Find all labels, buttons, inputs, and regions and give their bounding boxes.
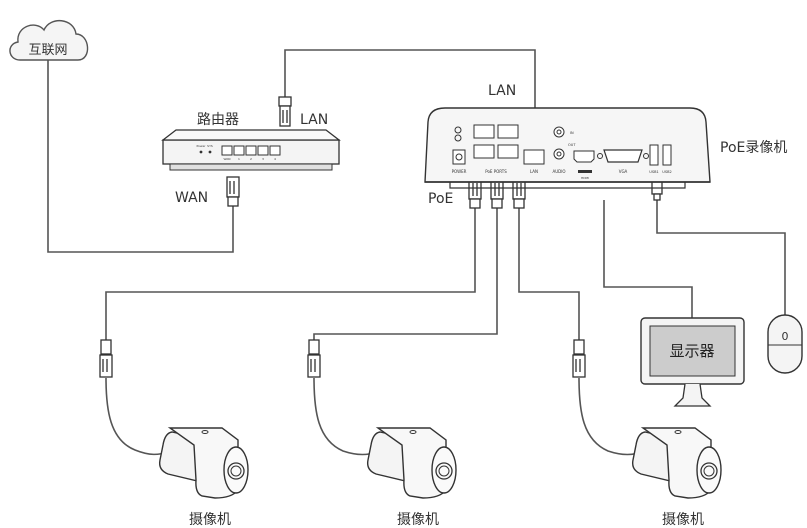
router: Power SYS WAN 1 2 3 4 路由器: [161, 112, 341, 171]
nvr-label: PoE录像机: [720, 140, 787, 156]
router-top: [161, 129, 341, 141]
router-wan-label: WAN: [175, 190, 208, 206]
cable-poe-camera-1: [105, 208, 476, 340]
monitor-stand: [673, 383, 712, 407]
ground-icon: [454, 126, 462, 134]
camera-connector-icon: [99, 339, 113, 378]
router-wan-connector-icon: [226, 176, 240, 207]
pigtail-camera-3: [578, 377, 644, 456]
router-sys-led: [208, 150, 212, 154]
nvr-lan-text: LAN: [530, 169, 538, 174]
audio-in-jack: [553, 126, 565, 138]
camera-connector-icon: [572, 339, 586, 378]
router-port-num: 1: [238, 157, 240, 161]
audio-out-text: OUT: [568, 143, 576, 147]
usb2-port: [662, 144, 672, 166]
poe-label: PoE: [428, 191, 453, 207]
camera-connector-icon: [307, 339, 321, 378]
nvr-power-text: POWER: [452, 169, 467, 174]
poe-connector-icon: [512, 178, 526, 209]
hdmi-port: [573, 150, 595, 163]
router-port-num: 3: [262, 157, 264, 161]
nvr-poe-text: PoE PORTS: [485, 169, 507, 174]
power-jack: [452, 149, 466, 165]
mouse-icon: 0: [767, 314, 803, 374]
usb1-port: [649, 144, 659, 166]
camera-3-label: 摄像机: [662, 512, 704, 528]
nvr-base: [449, 182, 686, 189]
router-port-3: [257, 145, 269, 156]
nvr-poe-ports: [473, 124, 519, 159]
audio-out-jack: [553, 148, 565, 160]
cable-poe-camera-3: [518, 208, 580, 340]
poe-connector-icon: [468, 178, 482, 209]
router-label: 路由器: [197, 112, 239, 128]
router-lan-connector-icon: [278, 96, 292, 127]
router-port-num: 4: [274, 157, 276, 161]
monitor-label: 显示器: [669, 342, 714, 360]
router-port-num: 2: [250, 157, 252, 161]
pigtail-camera-2: [313, 377, 379, 456]
hdmi-logo: [578, 170, 592, 173]
camera-1: 摄像机: [158, 427, 249, 528]
nvr-usb2-text: USB2: [662, 170, 671, 174]
vga-port: [603, 149, 643, 163]
monitor-screen: [649, 325, 736, 377]
router-base: [169, 163, 333, 171]
internet-label: 互联网: [28, 43, 67, 58]
cable-hdmi-monitor: [603, 200, 693, 318]
nvr-lan-label: LAN: [488, 83, 516, 99]
nvr-lan-port: [523, 149, 545, 165]
router-wan-text: WAN: [223, 157, 230, 161]
internet-cloud-icon: 互联网: [9, 20, 89, 61]
poe-connector-icon: [490, 178, 504, 209]
router-sys-text: SYS: [207, 144, 213, 148]
camera-lens-icon: [435, 462, 453, 480]
nvr-vga-text: VGA: [619, 169, 628, 174]
nvr-hdmi-text: HDMI: [581, 176, 589, 180]
router-port-2: [245, 145, 257, 156]
camera-lens-icon: [227, 462, 245, 480]
pigtail-camera-1: [105, 377, 171, 456]
poe-nvr: POWER PoE PORTS LAN IN OUT AUDIO HDMI VG…: [424, 107, 711, 189]
nvr-usb1-text: USB1: [649, 170, 658, 174]
nvr-audio-text: AUDIO: [552, 169, 565, 174]
nvr-body: [424, 107, 711, 183]
router-port-4: [269, 145, 281, 156]
cables: [47, 49, 786, 456]
camera-3: 摄像机: [631, 427, 722, 528]
mouse-wheel-text: 0: [782, 330, 789, 343]
camera-2: 摄像机: [366, 427, 457, 528]
camera-lens-icon: [700, 462, 718, 480]
router-lan-label: LAN: [300, 112, 328, 128]
audio-in-text: IN: [570, 131, 574, 135]
cable-usb-mouse: [656, 200, 786, 315]
router-wan-port: [221, 145, 233, 156]
monitor: 显示器: [640, 317, 745, 407]
cable-poe-camera-2: [313, 208, 498, 340]
connectors: [99, 96, 663, 378]
camera-1-label: 摄像机: [189, 512, 231, 528]
router-power-led: [199, 150, 203, 154]
cable-router-nvr-lan: [284, 49, 536, 112]
router-power-text: Power: [196, 144, 206, 148]
camera-2-label: 摄像机: [397, 512, 439, 528]
router-port-1: [233, 145, 245, 156]
cable-internet-wan: [47, 60, 234, 253]
